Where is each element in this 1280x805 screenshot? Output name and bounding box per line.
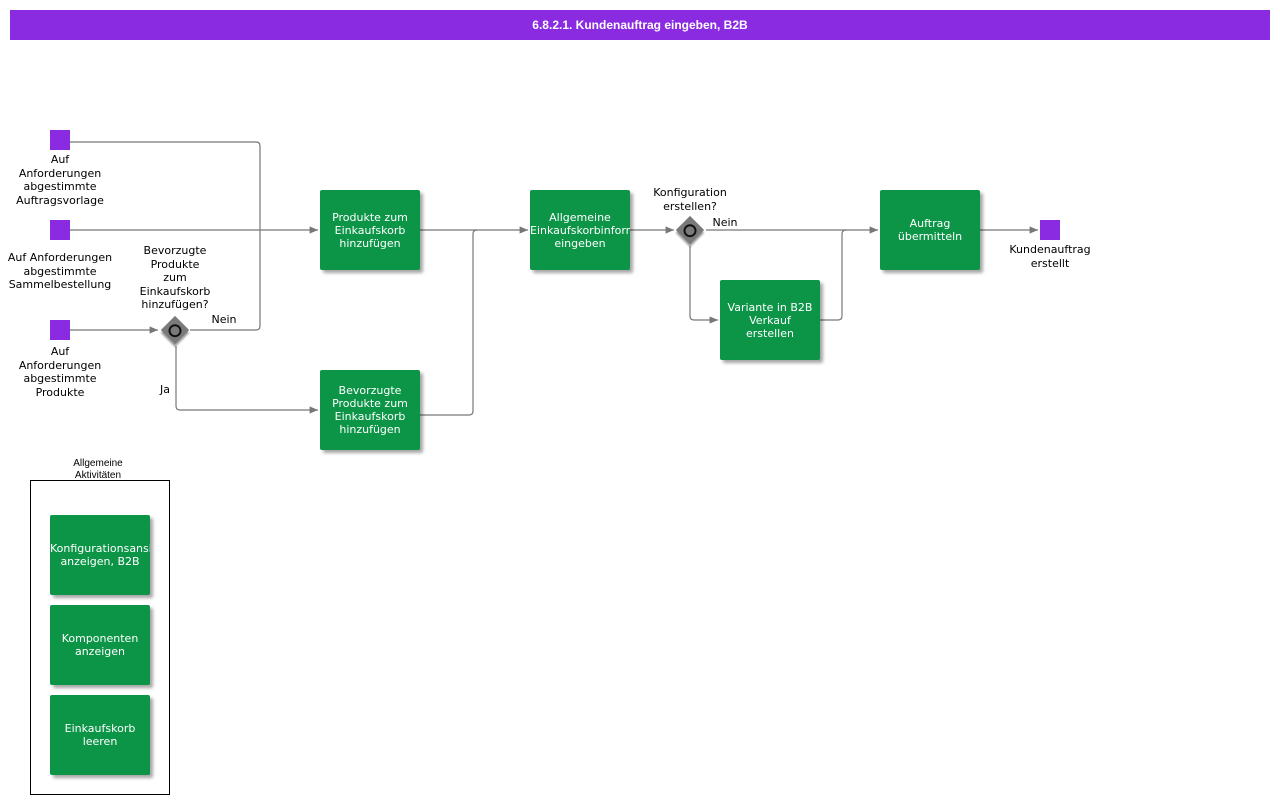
task-konfigurationsansicht-anzeigen-label: Konfigurationsansicht anzeigen, B2B: [50, 542, 150, 568]
task-auftrag-uebermitteln[interactable]: Auftrag übermitteln: [880, 190, 980, 270]
task-variante-erstellen-label: Variante in B2B Verkauf erstellen: [727, 300, 813, 340]
task-variante-erstellen[interactable]: Variante in B2B Verkauf erstellen: [720, 280, 820, 360]
start-event-produkte[interactable]: [50, 320, 70, 340]
start-event-sammelbestellung[interactable]: [50, 220, 70, 240]
start-event-sammelbestellung-label: Auf Anforderungen abgestimmte Sammelbest…: [7, 251, 113, 291]
task-einkaufskorb-leeren-label: Einkaufskorb leeren: [64, 722, 136, 748]
flow-gateway1-no: [190, 230, 261, 331]
flow-start1-merge: [70, 141, 261, 230]
gateway2-no-label: Nein: [712, 216, 738, 229]
gateway1-no-label: Nein: [211, 313, 237, 326]
diagram-title: 6.8.2.1. Kundenauftrag eingeben, B2B: [10, 10, 1270, 40]
flow-variant-submit: [820, 229, 847, 321]
start-event-produkte-label: Auf Anforderungen abgestimmte Produkte: [18, 345, 102, 399]
gateway1-question: Bevorzugte Produkte zum Einkaufskorb hin…: [139, 244, 211, 311]
start-event-auftragsvorlage[interactable]: [50, 130, 70, 150]
general-activities-title: Allgemeine Aktivitäten: [73, 458, 123, 480]
gateway1-yes-label: Ja: [160, 383, 170, 396]
flow-gateway2-yes: [689, 246, 718, 324]
end-event-kundenauftrag-label: Kundenauftrag erstellt: [1009, 243, 1091, 270]
task-produkte-hinzufuegen-label: Produkte zum Einkaufskorb hinzufügen: [332, 210, 408, 250]
task-auftrag-uebermitteln-label: Auftrag übermitteln: [897, 217, 963, 243]
flow-preferred-info: [420, 229, 478, 416]
task-komponenten-anzeigen-label: Komponenten anzeigen: [61, 632, 139, 658]
task-allgemeine-einkaufskorbinformationen-label: Allgemeine Einkaufskorbinformationen ein…: [530, 210, 630, 250]
gateway2-question: Konfiguration erstellen?: [653, 186, 727, 213]
task-einkaufskorb-leeren[interactable]: Einkaufskorb leeren: [50, 695, 150, 775]
flow-gateway1-yes: [175, 346, 318, 414]
task-bevorzugte-produkte-hinzufuegen-label: Bevorzugte Produkte zum Einkaufskorb hin…: [332, 384, 408, 436]
task-bevorzugte-produkte-hinzufuegen[interactable]: Bevorzugte Produkte zum Einkaufskorb hin…: [320, 370, 420, 450]
general-activities-container: [30, 480, 170, 795]
task-produkte-hinzufuegen[interactable]: Produkte zum Einkaufskorb hinzufügen: [320, 190, 420, 270]
start-event-auftragsvorlage-label: Auf Anforderungen abgestimmte Auftragsvo…: [16, 153, 104, 207]
task-komponenten-anzeigen[interactable]: Komponenten anzeigen: [50, 605, 150, 685]
task-konfigurationsansicht-anzeigen[interactable]: Konfigurationsansicht anzeigen, B2B: [50, 515, 150, 595]
end-event-kundenauftrag[interactable]: [1040, 220, 1060, 240]
task-allgemeine-einkaufskorbinformationen[interactable]: Allgemeine Einkaufskorbinformationen ein…: [530, 190, 630, 270]
